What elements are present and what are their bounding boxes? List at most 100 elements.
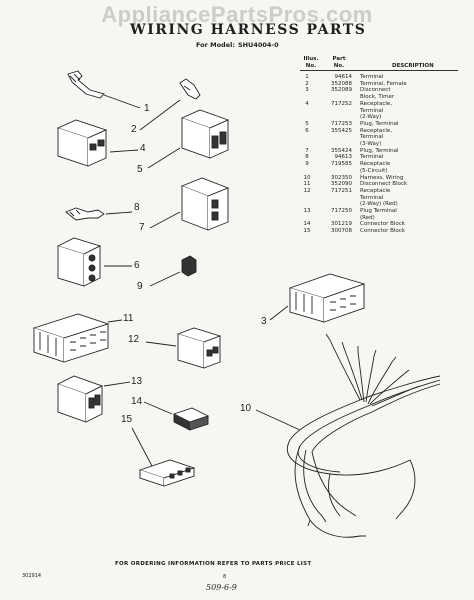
part-number: 355425 <box>331 127 352 134</box>
callout-8: 8 <box>134 202 140 213</box>
part-1-terminal <box>67 70 141 109</box>
table-row: 8 94613 Terminal <box>300 154 460 161</box>
part-number: 352088 <box>331 80 352 87</box>
illus-number: 6 <box>305 127 309 134</box>
part-12-receptacle-red <box>145 327 222 369</box>
header-part: Part No. <box>326 56 352 70</box>
description-line: Terminal <box>360 74 384 80</box>
part-9-receptacle-5circuit <box>149 255 197 287</box>
part-description: Receptacle,Terminal(3-Way) <box>360 128 460 148</box>
table-row: 11 352090 Disconnect Block <box>300 181 460 188</box>
description-line: Plug Terminal <box>360 208 397 214</box>
description-line: (3-Way) <box>360 141 382 147</box>
part-description: Plug, Terminal <box>360 121 460 128</box>
description-line: Terminal <box>360 134 384 141</box>
part-number: 717250 <box>331 208 352 214</box>
callout-13: 13 <box>131 376 143 387</box>
description-line: Receptacle <box>360 161 391 168</box>
part-number: 302350 <box>331 174 352 181</box>
illus-number: 5 <box>305 120 309 127</box>
description-line: (2-Way) (Red) <box>360 201 398 208</box>
part-8-terminal <box>65 207 133 221</box>
callout-7: 7 <box>139 222 145 233</box>
description-line: Terminal <box>360 194 384 201</box>
illus-number: 7 <box>305 147 309 154</box>
header-rule <box>300 70 458 71</box>
callout-14: 14 <box>131 396 143 407</box>
description-line: Disconnect <box>360 87 391 94</box>
part-3-disconnect-block-timer <box>269 273 366 323</box>
illus-number: 11 <box>303 181 311 188</box>
description-line: Harness, Wiring <box>360 174 404 181</box>
illus-number: 10 <box>303 174 311 181</box>
part-number: 352089 <box>331 87 352 94</box>
header-part-line1: Part <box>332 56 346 62</box>
header-description: DESCRIPTION <box>392 63 434 69</box>
part-number: 719585 <box>331 161 352 168</box>
part-number: 717253 <box>331 120 352 127</box>
table-row: 15 300708 Connector Block <box>300 228 460 235</box>
part-description: Terminal <box>360 74 460 81</box>
callout-12: 12 <box>128 334 140 345</box>
description-line: Terminal <box>360 154 384 161</box>
watermark: AppliancePartsPros.com <box>101 2 373 27</box>
part-4-receptacle-2way <box>56 119 139 167</box>
part-description: Connector Block <box>360 221 460 228</box>
part-2-terminal-female <box>139 78 201 131</box>
part-10-wiring-harness <box>255 333 441 538</box>
callout-9: 9 <box>137 281 143 292</box>
table-row: 5 717253 Plug, Terminal <box>300 121 460 128</box>
part-number: 717252 <box>331 100 352 107</box>
callout-11: 11 <box>123 313 134 324</box>
description-line: Receptacle <box>360 187 391 194</box>
part-7-plug-terminal <box>149 177 230 231</box>
description-line: Receptacle, <box>360 100 393 107</box>
part-description: Harness, Wiring <box>360 175 460 182</box>
callout-1: 1 <box>144 103 150 114</box>
header-part-line2: No. <box>333 63 345 69</box>
description-line: (2-Way) <box>360 114 382 121</box>
part-number: 301219 <box>331 221 352 228</box>
description-line: Receptacle, <box>360 127 393 134</box>
part-number: 94614 <box>334 74 353 80</box>
part-number: 300708 <box>331 228 352 235</box>
callout-3: 3 <box>261 316 267 327</box>
part-14-connector-block <box>143 401 210 431</box>
part-number: 352090 <box>331 181 352 188</box>
callout-15: 15 <box>121 414 133 425</box>
illus-number: 12 <box>303 187 311 194</box>
callout-5: 5 <box>137 164 143 175</box>
table-row: 10 302350 Harness, Wiring <box>300 175 460 182</box>
illus-number: 8 <box>305 154 309 161</box>
description-line: Plug, Terminal <box>360 147 399 154</box>
illus-number: 14 <box>303 221 311 228</box>
part-description: Disconnect Block <box>360 181 460 188</box>
description-line: Connector Block <box>360 228 405 235</box>
illus-number: 2 <box>305 80 309 87</box>
part-number: 94613 <box>334 154 353 161</box>
part-description: Terminal <box>360 154 460 161</box>
illus-number: 3 <box>305 87 309 94</box>
callout-10: 10 <box>240 403 252 414</box>
description-line: Block, Timer <box>360 94 395 101</box>
illus-number: 15 <box>303 228 311 235</box>
callout-6: 6 <box>134 260 140 271</box>
illus-number: 13 <box>303 208 311 214</box>
model-label: For Model: <box>196 41 235 49</box>
page-number: 8 <box>223 574 227 580</box>
description-line: Plug, Terminal <box>360 120 399 127</box>
part-description: Terminal, Female <box>360 81 460 88</box>
part-number: 717251 <box>331 187 352 194</box>
header-illus-line1: Illus. <box>303 56 319 62</box>
description-line: Terminal <box>360 107 384 114</box>
page-title: WIRING HARNESS PARTS <box>130 22 367 38</box>
description-line: Disconnect Block <box>360 181 408 188</box>
model-number: SHU4004-0 <box>237 41 279 49</box>
page-id: 302914 <box>22 573 42 579</box>
illus-number: 1 <box>305 74 309 80</box>
